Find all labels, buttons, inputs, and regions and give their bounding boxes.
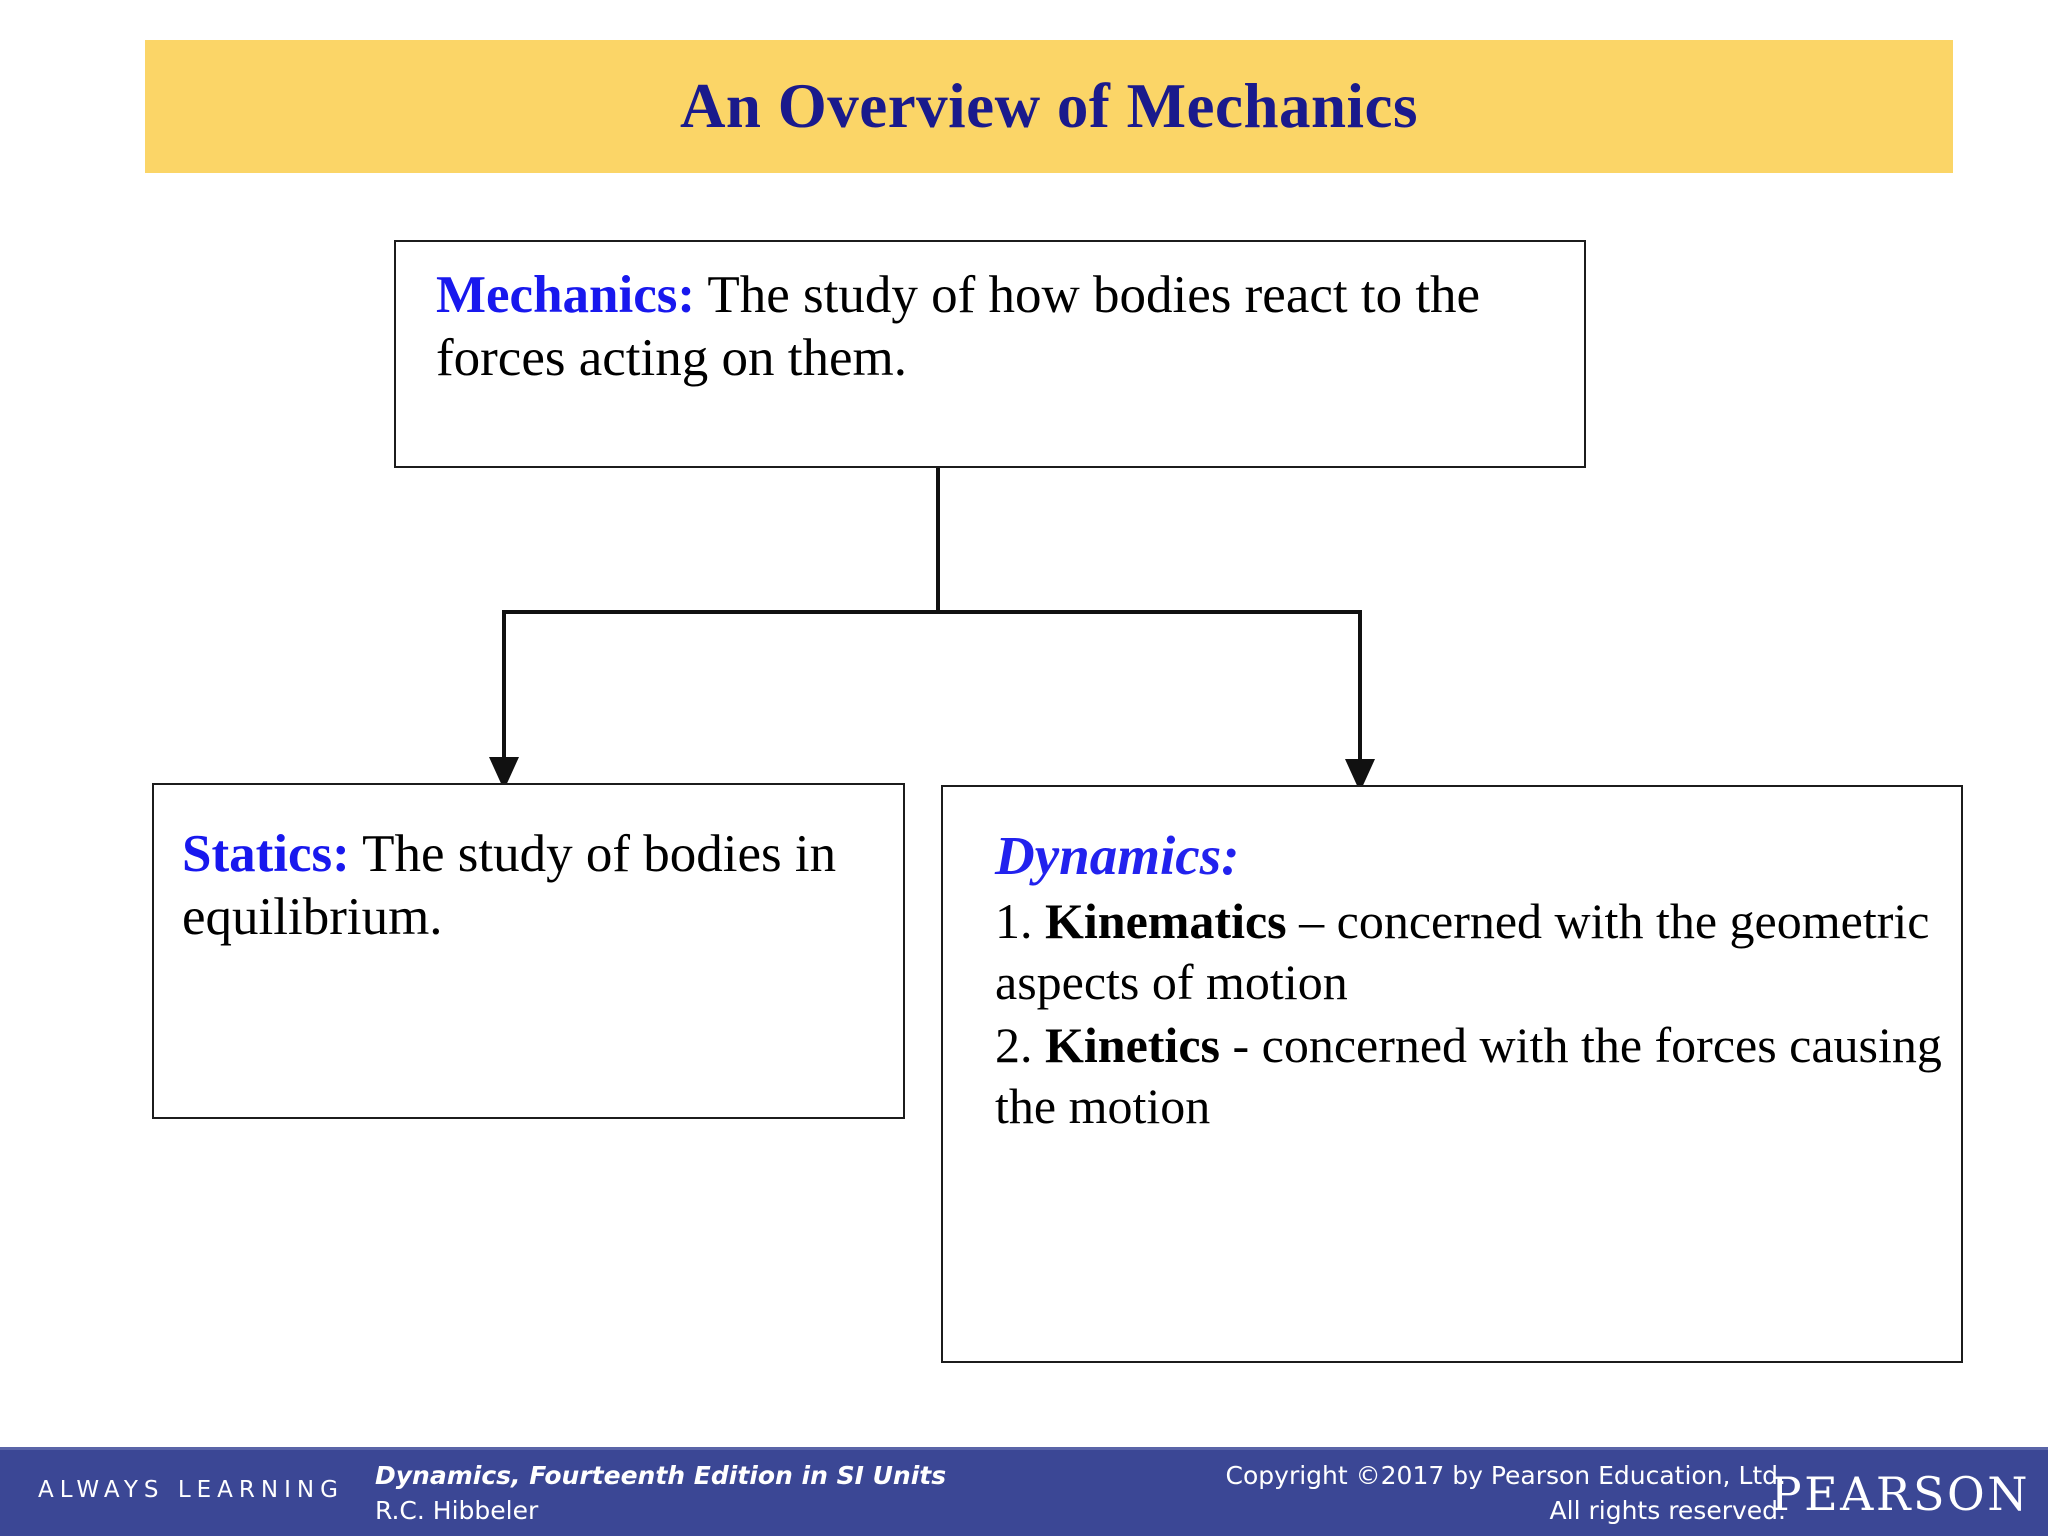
copyright-line-2: All rights reserved.	[1549, 1495, 1786, 1525]
book-info: Dynamics, Fourteenth Edition in SI Units…	[375, 1459, 946, 1528]
mechanics-body: The study of how bodies react to the for…	[436, 266, 1481, 387]
statics-text: Statics: The study of bodies in equilibr…	[182, 823, 882, 948]
dynamics-item-2-rest: - concerned with the forces causing the …	[995, 1016, 1942, 1134]
dynamics-item-2-number: 2.	[995, 1016, 1033, 1073]
dynamics-heading: Dynamics:	[995, 825, 1240, 886]
dynamics-item-1-rest: – concerned with the geometric aspects o…	[995, 892, 1930, 1010]
dynamics-box: Dynamics: 1. Kinematics – concerned with…	[941, 785, 1963, 1363]
dynamics-item-1-number: 1.	[995, 892, 1033, 949]
always-learning-tagline: ALWAYS LEARNING	[38, 1477, 344, 1503]
book-title: Dynamics, Fourteenth Edition in SI Units	[375, 1461, 947, 1490]
mechanics-text: Mechanics: The study of how bodies react…	[436, 264, 1546, 389]
title-banner: An Overview of Mechanics	[145, 40, 1953, 173]
dynamics-item-1-term: Kinematics	[1045, 892, 1287, 949]
mechanics-label: Mechanics:	[436, 266, 696, 324]
footer-divider	[0, 1447, 2048, 1450]
statics-box: Statics: The study of bodies in equilibr…	[152, 783, 905, 1119]
dynamics-item-2-term: Kinetics	[1045, 1016, 1220, 1073]
statics-label: Statics:	[182, 825, 350, 883]
statics-body: The study of bodies in equilibrium.	[182, 825, 837, 946]
page-title: An Overview of Mechanics	[679, 71, 1419, 141]
pearson-logo: PEARSON	[1770, 1467, 2030, 1521]
mechanics-box: Mechanics: The study of how bodies react…	[394, 240, 1586, 468]
copyright-notice: Copyright ©2017 by Pearson Education, Lt…	[1226, 1459, 1786, 1528]
slide-footer: ALWAYS LEARNING Dynamics, Fourteenth Edi…	[0, 1447, 2048, 1536]
copyright-line-1: Copyright ©2017 by Pearson Education, Lt…	[1225, 1461, 1786, 1490]
book-author: R.C. Hibbeler	[375, 1495, 539, 1525]
dynamics-list-item-1: 1. Kinematics – concerned with the geome…	[995, 891, 1945, 1013]
dynamics-list-item-2: 2. Kinetics - concerned with the forces …	[995, 1015, 1945, 1137]
dynamics-content: Dynamics: 1. Kinematics – concerned with…	[995, 825, 1945, 1137]
